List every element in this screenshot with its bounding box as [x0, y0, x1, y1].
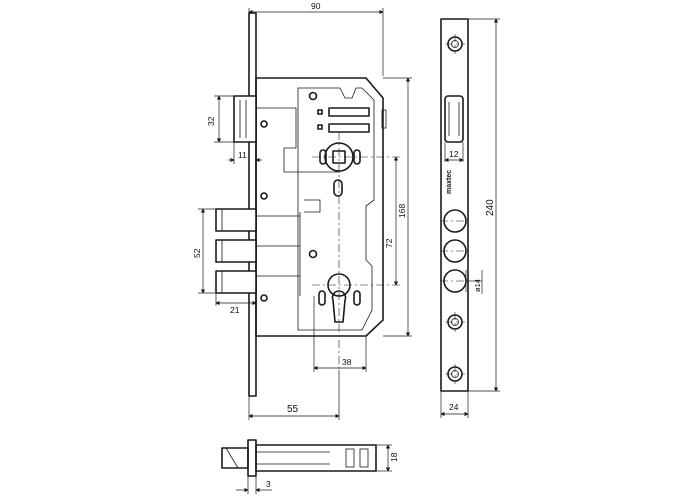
front-dimensions: 90 32 11 52 21 55 72 168: [192, 1, 412, 420]
faceplate: [440, 18, 469, 392]
screw-hole: [260, 294, 268, 302]
dim-follower-to-cylinder: 72: [384, 238, 394, 248]
latch-bolt: [233, 95, 340, 173]
dim-case-width: 90: [311, 1, 321, 11]
lock-case: [255, 77, 384, 337]
dim-cylinder-to-edge: 38: [342, 357, 352, 367]
dim-hole-diameter: ø14: [473, 279, 482, 292]
screw-hole: [308, 91, 318, 101]
screw-hole: [308, 249, 318, 259]
dim-faceplate-height: 240: [485, 199, 496, 216]
faceplate-view: maxtec: [440, 18, 470, 392]
latch-slot: [444, 95, 464, 143]
dim-faceplate-width: 24: [449, 402, 459, 412]
slot: [328, 123, 370, 133]
dim-bolt-height: 52: [192, 248, 202, 258]
screw-hole: [260, 120, 268, 128]
screw-hole: [260, 192, 268, 200]
forend-plate: [248, 12, 257, 397]
dim-latch-height: 32: [206, 116, 216, 126]
slot: [328, 107, 370, 117]
faceplate-screw-holes: [445, 34, 465, 384]
dim-bolt-projection: 21: [230, 305, 240, 315]
cylinder-cutout: [331, 290, 347, 323]
brand-label: maxtec: [446, 170, 453, 194]
slot: [333, 179, 343, 197]
bottom-view: [221, 439, 377, 477]
dim-latch-projection: 11: [238, 150, 247, 160]
dim-case-height: 168: [397, 204, 407, 218]
faceplate-dimensions: 12 240 ø14 24: [440, 18, 500, 418]
lock-body-front-view: [215, 12, 402, 397]
deadbolt-throws: [215, 208, 301, 296]
dim-bottom-thickness: 18: [389, 452, 399, 462]
dim-slot-width: 12: [449, 149, 459, 159]
inner-plate: [297, 87, 375, 331]
faceplate-bolt-holes: [440, 209, 470, 293]
dim-backset: 55: [287, 404, 299, 415]
bottom-dimensions: 18 3: [236, 444, 399, 494]
dim-bottom-offset: 3: [266, 479, 271, 489]
